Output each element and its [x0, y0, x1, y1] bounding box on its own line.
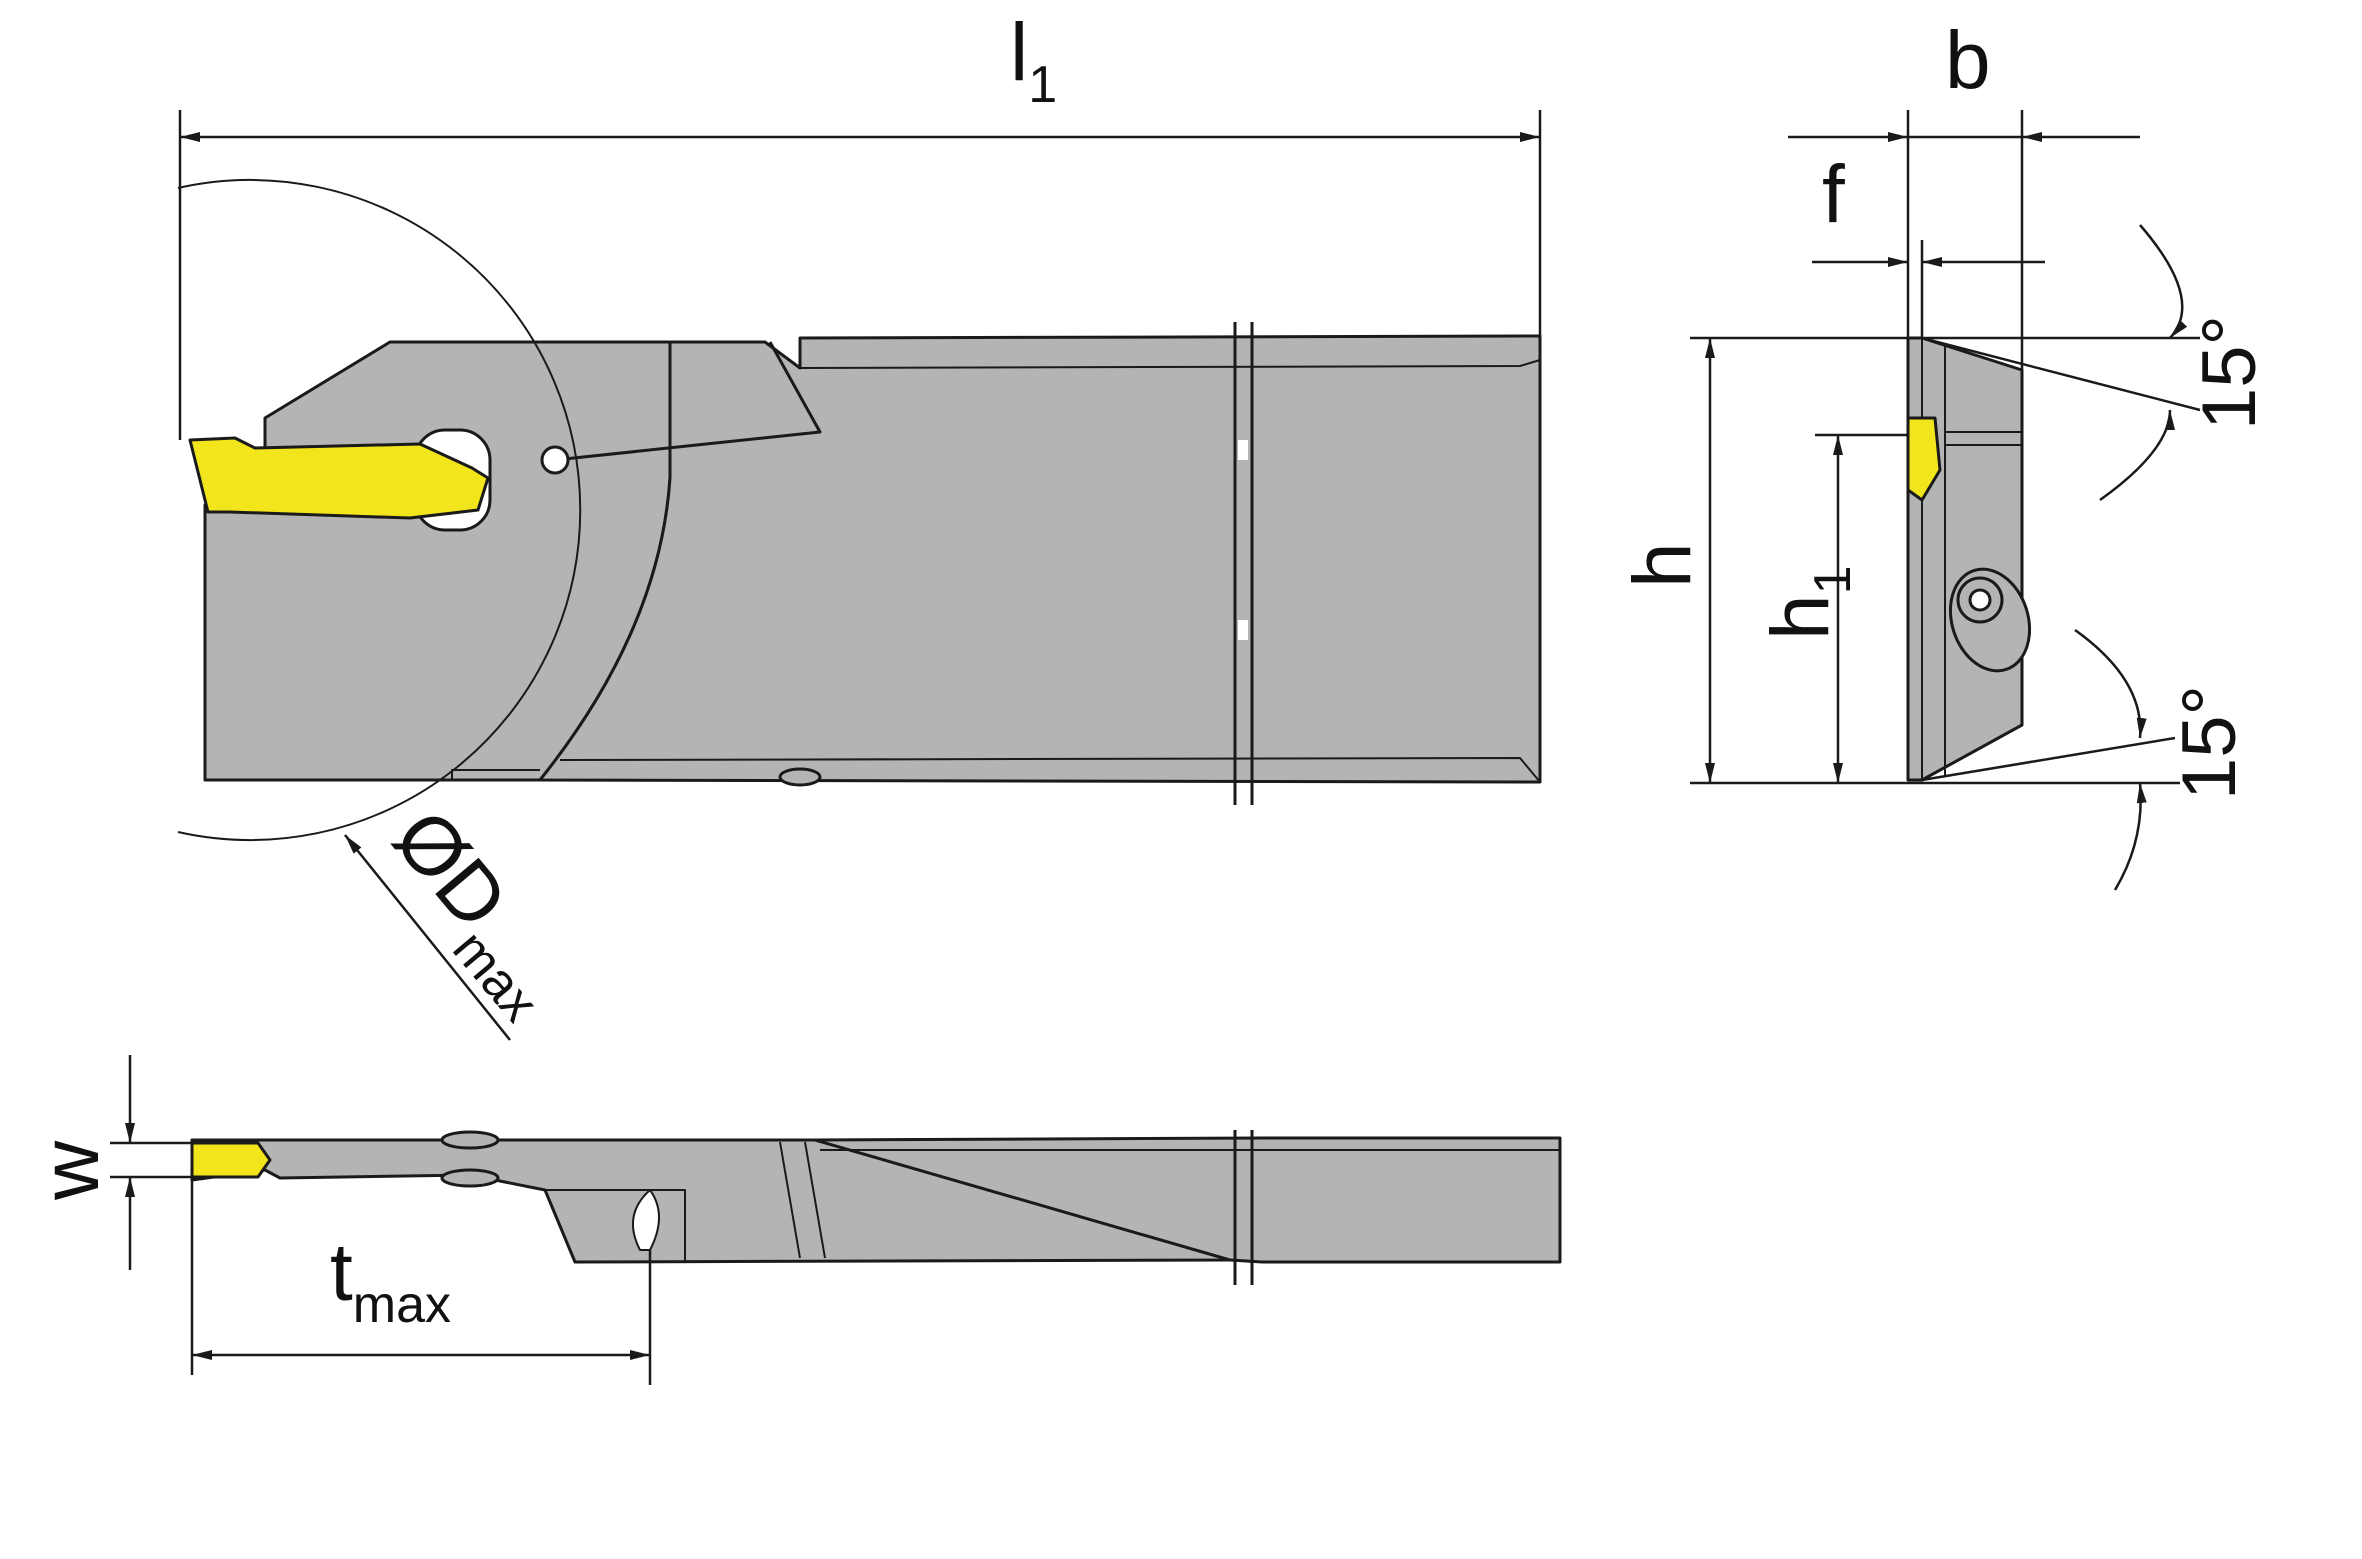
end-view	[1906, 336, 2032, 782]
angle-top	[1921, 224, 2201, 502]
label-angle-bottom: 15°	[2167, 685, 2252, 800]
dimension-f	[1812, 240, 2045, 338]
clamp-screw	[540, 445, 570, 475]
angle-bottom	[1921, 628, 2176, 891]
side-view-bar	[538, 334, 1542, 784]
label-dmax: ØDmax	[362, 793, 588, 1033]
dimension-b	[1788, 110, 2140, 370]
label-h1: h1	[1755, 565, 1862, 640]
label-angle-top: 15°	[2187, 315, 2272, 430]
svg-text:ØDmax: ØDmax	[362, 793, 588, 1033]
label-b: b	[1945, 15, 1991, 106]
dimension-h1	[1815, 433, 1908, 783]
end-view-body	[1906, 336, 2024, 782]
label-l1: l1	[1010, 7, 1057, 114]
dimension-tmax	[190, 1180, 652, 1385]
dimension-l1	[178, 110, 1542, 440]
dmax-arc	[177, 179, 582, 841]
dimension-w	[110, 1055, 192, 1270]
label-w: w	[25, 1140, 116, 1201]
end-view-insert	[1906, 416, 1942, 502]
top-view-shank	[813, 1136, 1562, 1264]
top-view	[190, 1130, 1562, 1285]
cutting-insert	[188, 436, 490, 520]
label-f: f	[1822, 149, 1845, 240]
side-view	[188, 322, 1542, 805]
top-view-insert	[190, 1141, 272, 1179]
label-tmax: tmax	[330, 1227, 451, 1334]
dimension-h	[1690, 336, 2200, 785]
label-h: h	[1617, 542, 1708, 588]
dmax-leader	[344, 834, 511, 1041]
